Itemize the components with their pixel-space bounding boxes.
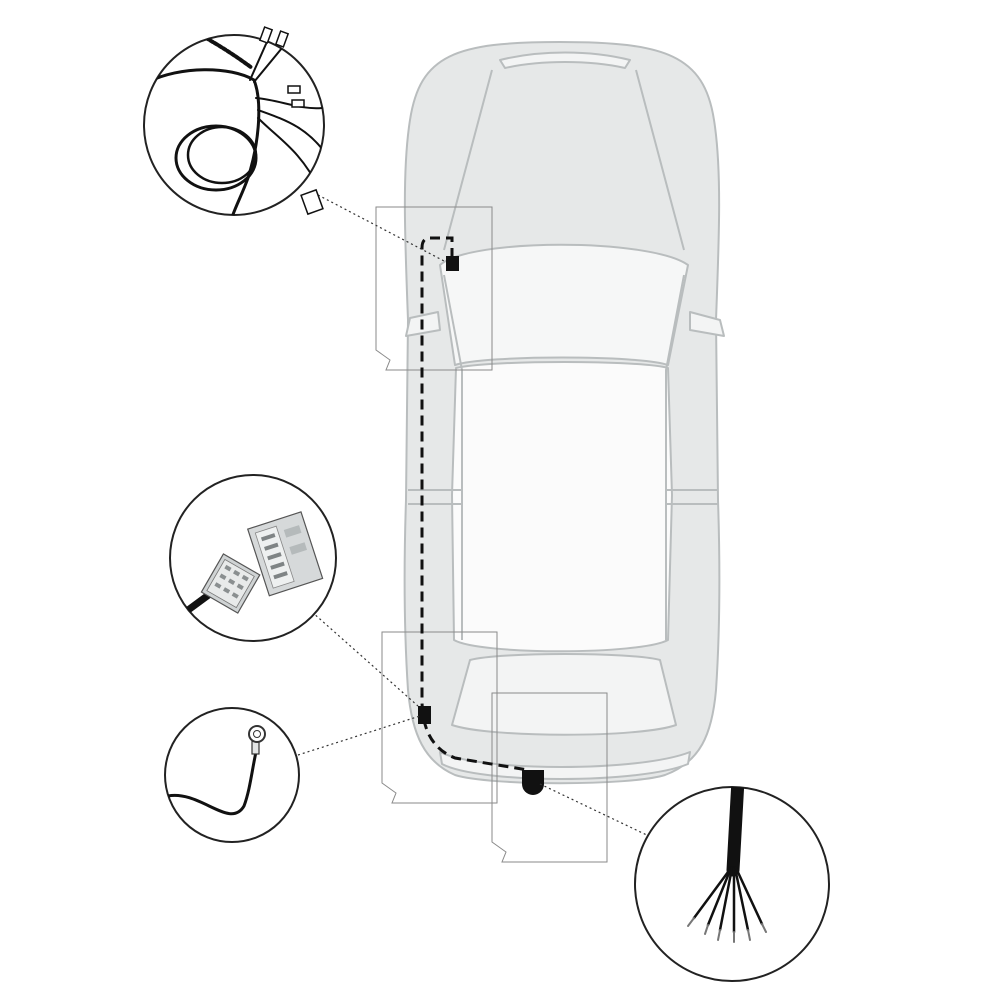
spade-connector-icon-2 [274, 30, 290, 48]
connector-box-front [446, 256, 459, 271]
section-box-rear-center [491, 692, 608, 863]
spade-connector-icon-4 [291, 99, 305, 108]
leader-ground-ring [297, 715, 421, 756]
section-box-front [375, 206, 493, 371]
leader-lines [297, 194, 654, 839]
car-rear-bumper [439, 751, 691, 780]
callout-ground-ring [164, 707, 300, 843]
connector-box-rear [418, 706, 431, 724]
leader-multi-pin [311, 611, 419, 707]
ring-terminal-hole [253, 730, 261, 738]
section-box-rear-left [381, 631, 498, 804]
wire-lead-upper [249, 43, 283, 83]
spade-connector-icon-3 [287, 85, 301, 94]
socket-plug-rear [522, 770, 544, 795]
leader-harness-coil [317, 194, 447, 263]
multi-pin-socket-icon [246, 511, 324, 597]
spade-connectors [258, 26, 324, 216]
section-boxes [375, 206, 608, 863]
leader-wire-ends [539, 783, 654, 839]
multi-core-cable-icon [726, 787, 745, 877]
wire-twisted-pair [204, 36, 254, 70]
wire-coil-inner [186, 125, 258, 185]
car-hood-line-left [443, 69, 493, 251]
car-roof [451, 361, 673, 653]
car-top-view [403, 41, 725, 785]
callout-wire-ends [634, 786, 830, 982]
car-hood-line-right [635, 69, 685, 251]
stripped-wire-tips [687, 917, 767, 943]
callout-multi-pin-connector [169, 474, 337, 642]
callout-harness-coil [143, 26, 325, 216]
harness-route [418, 236, 544, 795]
ground-wire [167, 751, 258, 816]
car-door-line-right [666, 489, 718, 505]
wire-lead-main [146, 68, 261, 215]
car-front-grille [499, 51, 631, 69]
car-cabin [439, 243, 689, 366]
car-rail-right [665, 274, 685, 640]
plug-connector-icon [300, 188, 324, 216]
car-door-line-left [408, 489, 462, 505]
multi-pin-plug-icon [200, 553, 261, 614]
harness-route-line [420, 236, 529, 772]
car-mirror-right [689, 311, 725, 337]
wire-strands [692, 866, 764, 934]
car-rear-window [451, 653, 677, 736]
spade-connector-icon-1 [258, 26, 274, 44]
